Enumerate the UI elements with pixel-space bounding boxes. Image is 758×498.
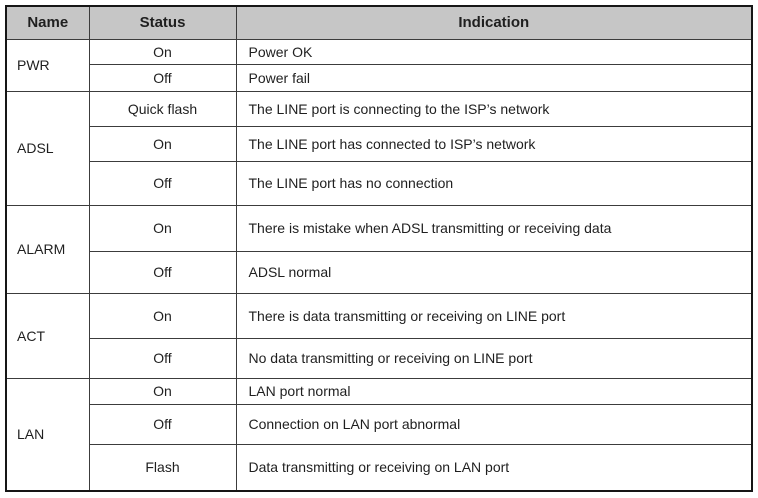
led-name-pwr: PWR bbox=[5, 38, 90, 92]
led-indication-table: Name Status Indication PWR On Power OK O… bbox=[5, 5, 753, 492]
table-row: Off Power fail bbox=[6, 63, 753, 92]
indication-cell: Power OK bbox=[235, 38, 753, 65]
table-row: ALARM On There is mistake when ADSL tran… bbox=[5, 204, 753, 294]
status-cell: Off bbox=[88, 403, 237, 445]
status-cell: On bbox=[88, 38, 237, 65]
status-cell: Off bbox=[88, 160, 237, 206]
header-indication: Indication bbox=[235, 5, 753, 40]
table-row: On The LINE port has connected to ISP’s … bbox=[6, 125, 753, 162]
indication-cell: The LINE port is connecting to the ISP’s… bbox=[235, 90, 753, 127]
table-row: Off The LINE port has no connection bbox=[6, 160, 753, 206]
status-cell: On bbox=[88, 125, 237, 162]
header-name: Name bbox=[5, 5, 90, 40]
status-cell: On bbox=[88, 204, 237, 252]
status-cell: On bbox=[88, 292, 237, 339]
status-cell: Off bbox=[88, 337, 237, 379]
table-row: LAN On LAN port normal bbox=[5, 377, 753, 492]
table-row: ADSL Quick flash The LINE port is connec… bbox=[5, 90, 753, 206]
status-cell: Off bbox=[88, 250, 237, 294]
indication-cell: There is mistake when ADSL transmitting … bbox=[235, 204, 753, 252]
status-cell: On bbox=[88, 377, 237, 405]
table-row: Off No data transmitting or receiving on… bbox=[6, 337, 753, 379]
table-row: PWR On Power OK bbox=[5, 38, 753, 92]
led-name-act: ACT bbox=[5, 292, 90, 379]
indication-cell: The LINE port has connected to ISP’s net… bbox=[235, 125, 753, 162]
indication-cell: The LINE port has no connection bbox=[235, 160, 753, 206]
indication-cell: Data transmitting or receiving on LAN po… bbox=[235, 443, 753, 492]
indication-cell: There is data transmitting or receiving … bbox=[235, 292, 753, 339]
table-row: Flash Data transmitting or receiving on … bbox=[6, 443, 753, 492]
status-cell: Quick flash bbox=[88, 90, 237, 127]
indication-cell: Connection on LAN port abnormal bbox=[235, 403, 753, 445]
indication-cell: LAN port normal bbox=[235, 377, 753, 405]
indication-cell: No data transmitting or receiving on LIN… bbox=[235, 337, 753, 379]
table-row: ACT On There is data transmitting or rec… bbox=[5, 292, 753, 379]
led-name-adsl: ADSL bbox=[5, 90, 90, 206]
header-status: Status bbox=[88, 5, 237, 40]
table-row: Off Connection on LAN port abnormal bbox=[6, 403, 753, 445]
led-name-alarm: ALARM bbox=[5, 204, 90, 294]
indication-cell: ADSL normal bbox=[235, 250, 753, 294]
led-name-lan: LAN bbox=[5, 377, 90, 492]
table-row: Off ADSL normal bbox=[6, 250, 753, 294]
table-header-row: Name Status Indication bbox=[5, 5, 753, 40]
status-cell: Off bbox=[88, 63, 237, 92]
indication-cell: Power fail bbox=[235, 63, 753, 92]
status-cell: Flash bbox=[88, 443, 237, 492]
